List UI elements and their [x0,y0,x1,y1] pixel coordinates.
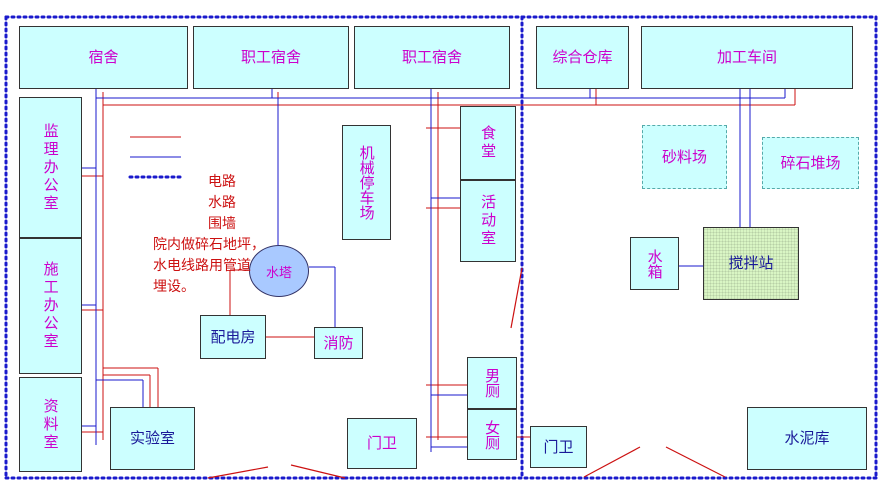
dorm-box: 宿舍 [19,26,188,89]
women-toilet-box: 女厕 [467,409,517,460]
sand-yard-box: 砂料场 [642,125,727,189]
staff-dorm-1-box: 职工宿舍 [193,26,349,89]
note-line-2: 水电线路用管道 [153,258,251,274]
note-line-1: 院内做碎石地坪， [153,237,265,253]
cement-store-box: 水泥库 [747,407,867,470]
water-lines [82,88,786,452]
men-toilet-box: 男厕 [467,357,517,409]
water-tower: 水塔 [249,245,309,297]
construction-office-box: 施工办公室 [19,238,82,374]
gate-1-box: 门卫 [347,418,417,469]
legend-water-label: 水路 [208,195,236,211]
activity-room-box: 活动室 [460,180,516,262]
canteen-box: 食堂 [460,106,516,180]
workshop-box: 加工车间 [641,26,853,89]
power-room-box: 配电房 [200,315,266,359]
gate-lines [207,267,726,479]
boundary-wall [4,15,878,480]
gravel-yard-box: 碎石堆场 [762,137,859,189]
machinery-parking-box: 机械停车场 [342,125,391,240]
water-tank-box: 水箱 [630,237,679,290]
archive-room-box: 资料室 [19,377,82,472]
staff-dorm-2-box: 职工宿舍 [354,26,510,89]
legend-samples [128,136,183,179]
lab-box: 实验室 [110,407,195,470]
legend-wall-label: 围墙 [208,216,236,232]
warehouse-box: 综合仓库 [536,26,629,89]
mixing-station-box: 搅拌站 [703,227,799,300]
gate-2-box: 门卫 [530,426,587,468]
fire-control-box: 消防 [314,327,363,359]
note-line-3: 埋设。 [153,279,195,295]
supervision-office-box: 监理办公室 [19,97,82,238]
legend-power-label: 电路 [208,174,236,190]
